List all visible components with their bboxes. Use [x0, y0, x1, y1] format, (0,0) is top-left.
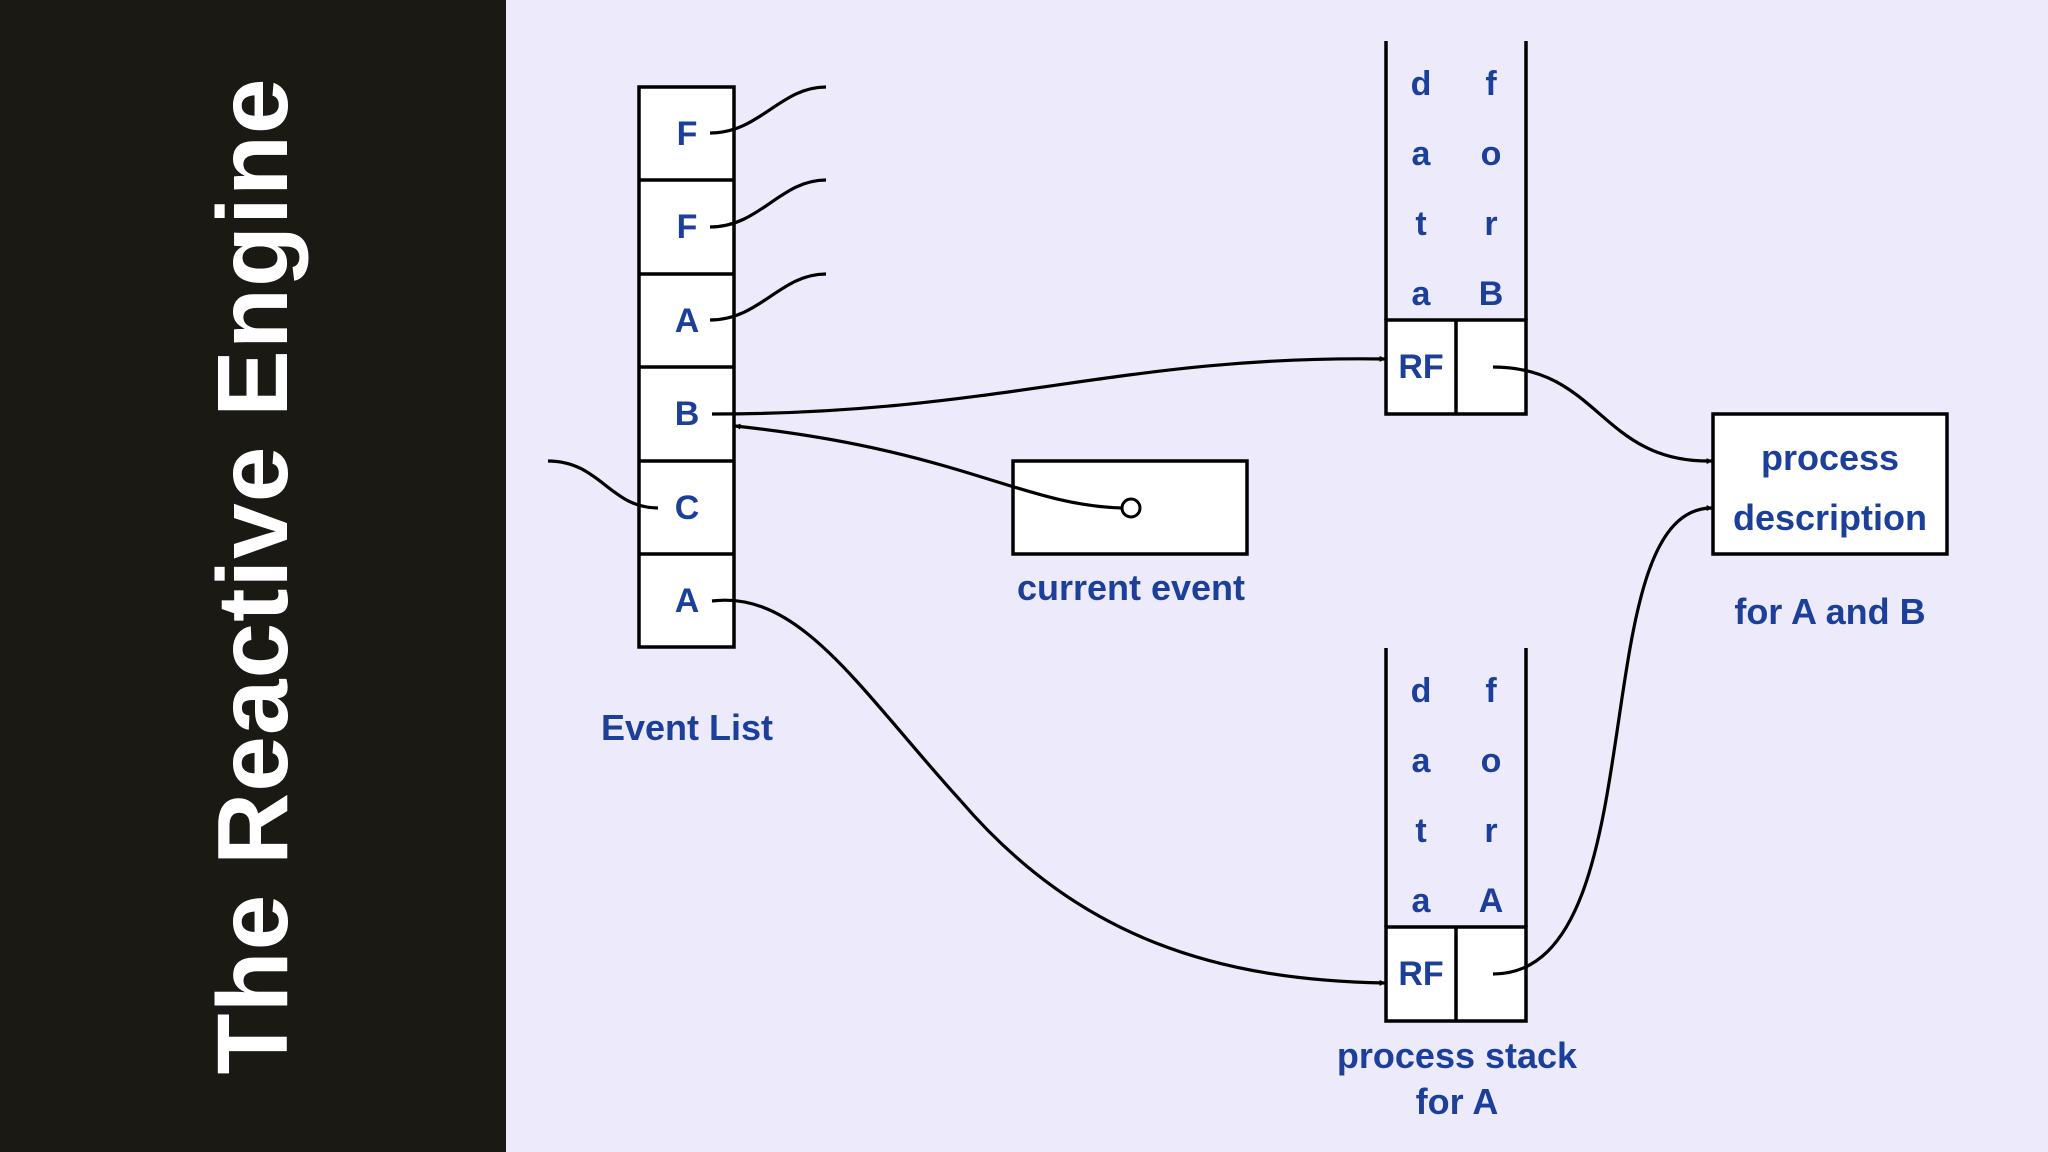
stack-b-letter: a	[1412, 275, 1432, 313]
link-a-third	[709, 272, 827, 322]
stack-b-letter: d	[1411, 65, 1432, 103]
stack-a-caption-line1: process stack	[1337, 1035, 1578, 1076]
link-f-second	[709, 178, 827, 229]
process-stack-b: d a t a f o r B RF	[1384, 41, 1528, 416]
current-event-arrow	[734, 423, 1123, 510]
current-event-pointer	[1120, 497, 1142, 519]
event-cell-a-bottom: A	[675, 582, 700, 620]
event-list: F F A B C A Event List	[601, 85, 773, 748]
stack-a-rf-label: RF	[1398, 955, 1443, 993]
event-list-caption: Event List	[601, 707, 773, 748]
stack-b-letter: r	[1484, 205, 1497, 243]
event-cell-f-top: F	[677, 115, 698, 153]
current-event-caption: current event	[1017, 567, 1245, 608]
process-description: process description for A and B	[1711, 412, 1949, 632]
stack-b-letter: B	[1479, 275, 1504, 313]
process-description-line1: process	[1761, 437, 1899, 478]
process-description-box	[1711, 412, 1949, 556]
stack-b-letter: a	[1412, 135, 1432, 173]
link-c-incoming	[547, 459, 659, 510]
stack-b-letter: f	[1485, 65, 1497, 103]
arrow-stack-a-to-description	[1492, 505, 1713, 976]
stack-a-letter: o	[1481, 742, 1502, 780]
arrow-a-to-stack-a	[711, 598, 1386, 986]
event-cell-f-second: F	[677, 208, 698, 246]
process-description-line2: description	[1733, 497, 1927, 538]
stack-b-letter: o	[1481, 135, 1502, 173]
event-cell-b: B	[675, 395, 700, 433]
current-event: current event	[1011, 459, 1249, 608]
stack-a-letter: A	[1479, 882, 1504, 920]
stack-a-caption-line2: for A	[1416, 1081, 1499, 1122]
stack-a-letter: d	[1411, 672, 1432, 710]
event-cell-c: C	[675, 489, 700, 527]
process-description-caption: for A and B	[1734, 591, 1925, 632]
stack-a-letter: a	[1412, 742, 1432, 780]
stack-b-letter: t	[1415, 205, 1426, 243]
arrow-stack-b-to-description	[1492, 365, 1713, 465]
stack-a-letter: t	[1415, 812, 1426, 850]
event-cell-a-third: A	[675, 302, 700, 340]
stack-a-letter: r	[1484, 812, 1497, 850]
stack-a-letter: f	[1485, 672, 1497, 710]
title-panel: The Reactive Engine	[0, 0, 506, 1152]
stack-a-letter: a	[1412, 882, 1432, 920]
process-stack-a: d a t a f o r A RF process stack for A	[1337, 648, 1578, 1122]
stack-b-rf-label: RF	[1398, 348, 1443, 386]
arrow-b-to-stack-b	[711, 355, 1386, 416]
link-f-top	[709, 85, 827, 135]
